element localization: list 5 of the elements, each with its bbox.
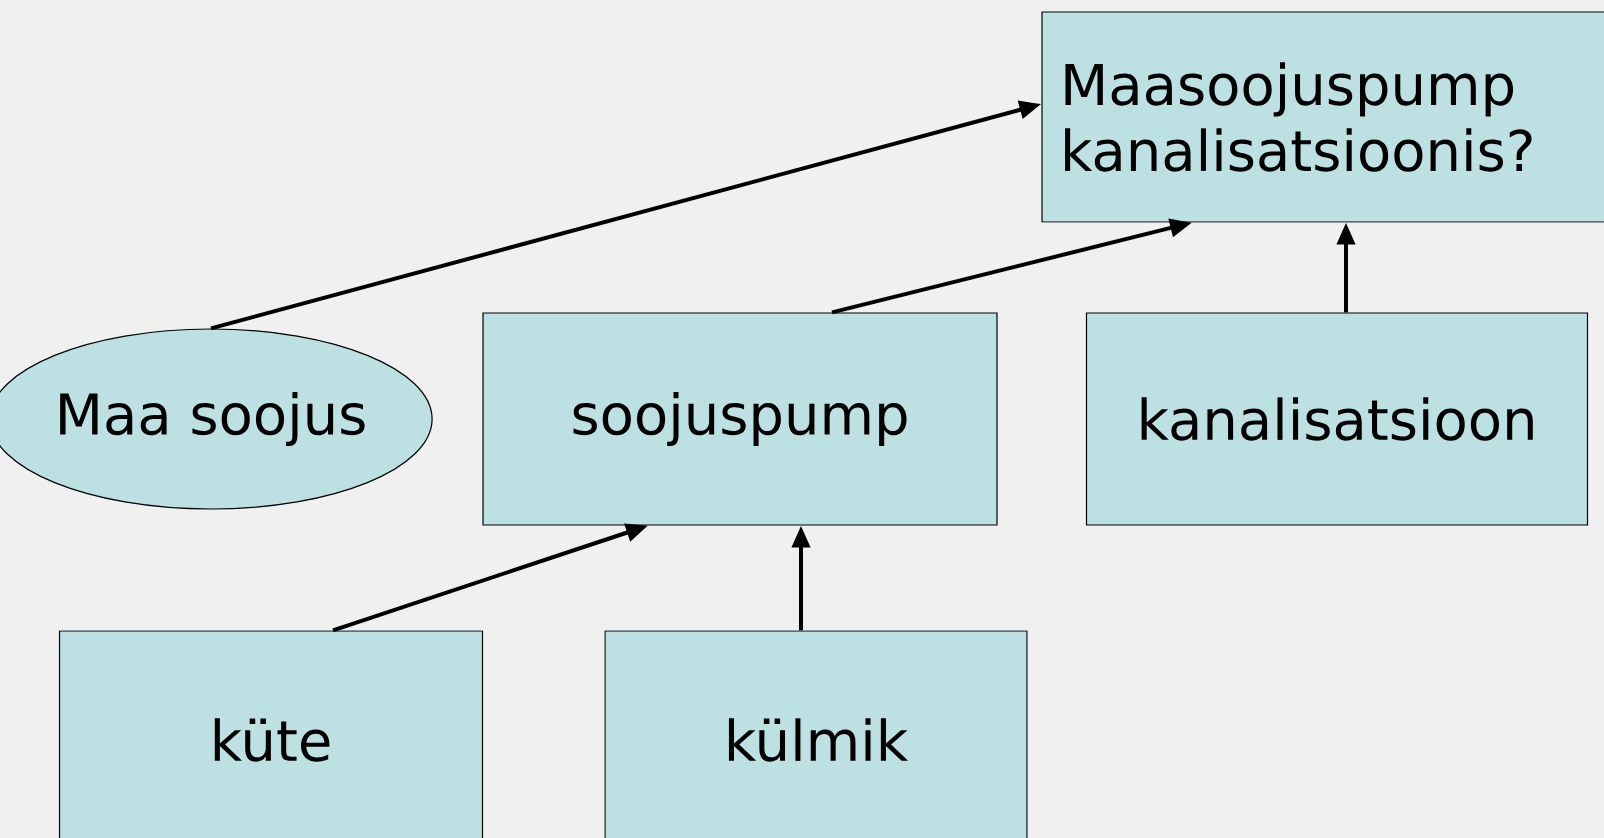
process-box: Maasoojuspump kanalisatsioonis? bbox=[1041, 11, 1604, 223]
process-box: kanalisatsioon bbox=[1085, 312, 1589, 526]
process-box: küte bbox=[58, 630, 484, 838]
process-box: soojuspump bbox=[482, 312, 998, 526]
process-box: külmik bbox=[604, 630, 1028, 838]
